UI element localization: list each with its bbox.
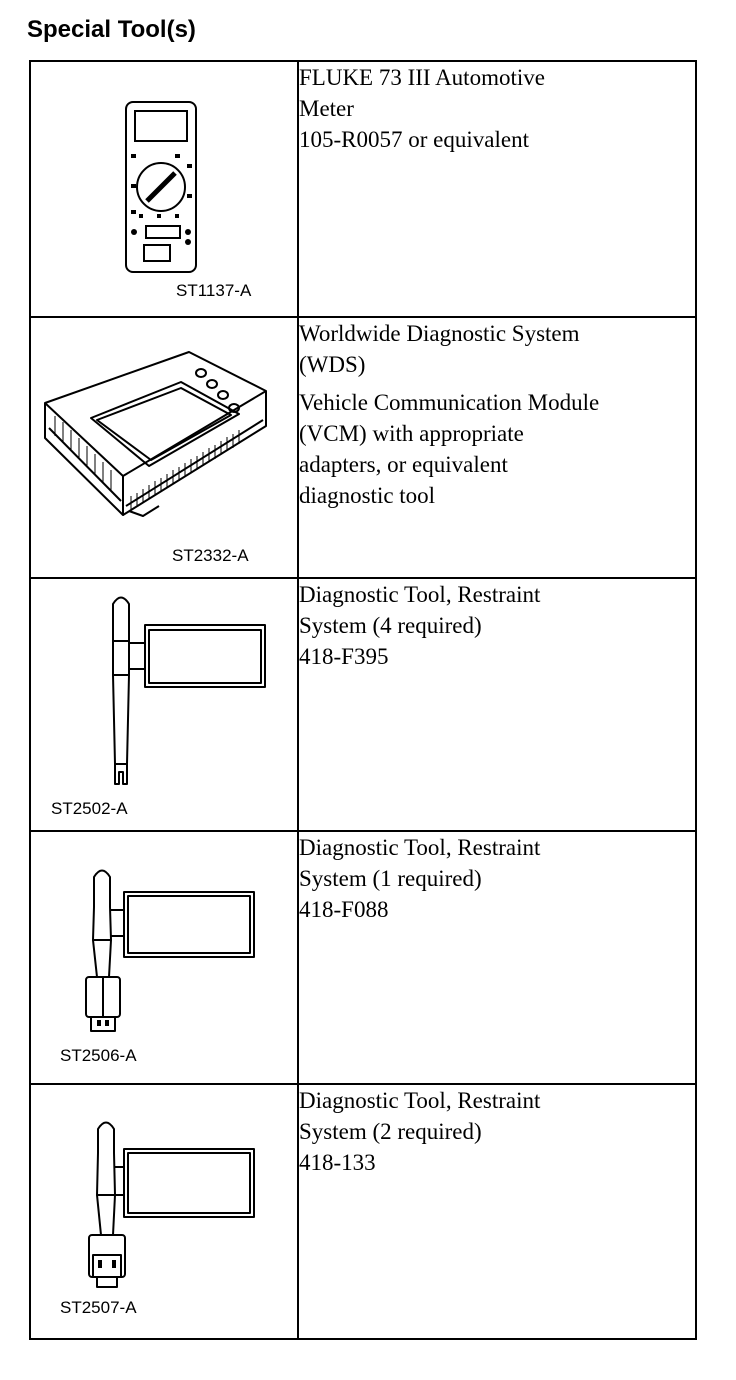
tool-row: ST2502-A Diagnostic Tool, Restraint Syst… [29,577,697,832]
tool-description-line: System (4 required) [299,613,482,638]
tool-row: ST2332-A Worldwide Diagnostic System (WD… [29,316,697,579]
tool-row: ST2507-A Diagnostic Tool, Restraint Syst… [29,1083,697,1340]
diagnostic-tablet-icon [44,351,267,517]
multimeter-icon [125,101,197,273]
tool-code: ST1137-A [176,281,252,300]
tool-description-line: 105-R0057 or equivalent [299,127,529,152]
tool-description-line: System (2 required) [299,1119,482,1144]
tool-description-line: Meter [299,96,354,121]
tool-description-line: Vehicle Communication Module [299,390,600,415]
tool-description: FLUKE 73 III Automotive Meter 105-R0057 … [297,60,697,318]
restraint-diagnostic-tool-icon [88,1121,255,1288]
tool-code: ST2332-A [172,546,249,565]
tool-code: ST2507-A [60,1298,137,1317]
tool-description: Diagnostic Tool, Restraint System (2 req… [297,1083,697,1340]
tool-description: Diagnostic Tool, Restraint System (4 req… [297,577,697,832]
tool-description-line: diagnostic tool [299,483,436,508]
tool-description-line: 418-F395 [299,644,389,669]
tool-image-cell: ST1137-A [29,60,299,318]
tool-row: ST2506-A Diagnostic Tool, Restraint Syst… [29,830,697,1085]
tool-row: ST1137-A FLUKE 73 III Automotive Meter 1… [29,60,697,318]
tool-description-line: 418-133 [299,1150,376,1175]
tool-description-line: Diagnostic Tool, Restraint [299,1088,541,1113]
special-tools-table: ST1137-A FLUKE 73 III Automotive Meter 1… [29,60,697,1340]
tool-code: ST2502-A [51,799,128,818]
tool-description-line: System (1 required) [299,866,482,891]
tool-image-cell: ST2332-A [29,316,299,579]
tool-description-line: 418-F088 [299,897,389,922]
restraint-diagnostic-tool-icon [112,596,266,785]
tool-description-line: FLUKE 73 III Automotive [299,65,545,90]
tool-description-line: Diagnostic Tool, Restraint [299,582,541,607]
page-title: Special Tool(s) [27,16,196,43]
tool-code: ST2506-A [60,1046,137,1065]
tool-image-cell: ST2502-A [29,577,299,832]
tool-description-line: (WDS) [299,352,366,377]
tool-description-line: Diagnostic Tool, Restraint [299,835,541,860]
tool-description: Diagnostic Tool, Restraint System (1 req… [297,830,697,1085]
tool-description-line: (VCM) with appropriate [299,421,524,446]
tool-description-line: adapters, or equivalent [299,452,508,477]
tool-image-cell: ST2506-A [29,830,299,1085]
tool-description-line: Worldwide Diagnostic System [299,321,580,346]
tool-description: Worldwide Diagnostic System (WDS) Vehicl… [297,316,697,579]
restraint-diagnostic-tool-icon [85,869,255,1032]
tool-image-cell: ST2507-A [29,1083,299,1340]
